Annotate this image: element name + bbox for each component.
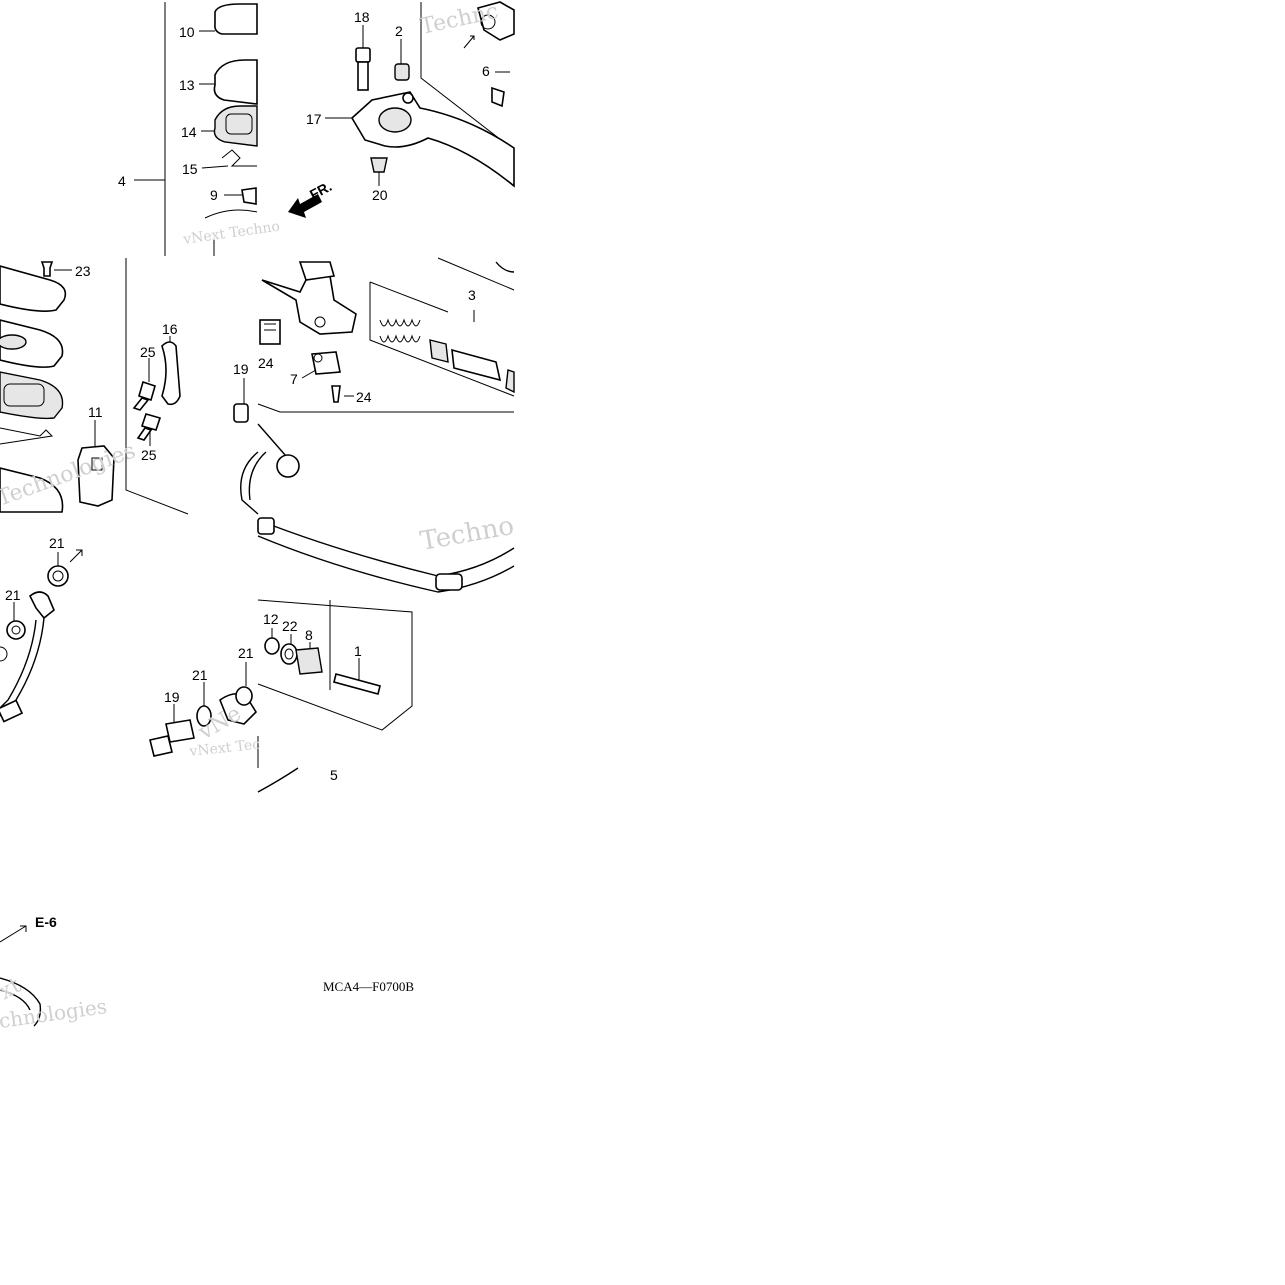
- watermark: Techno: [418, 511, 516, 557]
- tile-reference: E-6 xt chnologies MCA4—F0700B: [0, 914, 414, 1033]
- callout-4: 4: [118, 173, 126, 189]
- tile-hose-fittings: 12 22 8 1 5 Techno: [257, 511, 516, 793]
- reservoir-plate: [213, 59, 258, 105]
- callout-3: 3: [468, 287, 476, 303]
- callout-24-upper: 24: [258, 355, 274, 371]
- front-direction-arrow: [288, 194, 322, 218]
- tile-master-cylinder: 3 24 7 19 24: [233, 257, 515, 515]
- callout-21-b: 21: [5, 587, 21, 603]
- hose-joint: [0, 699, 24, 723]
- callout-16: 16: [162, 321, 178, 337]
- pivot-bolt-head: [355, 47, 371, 63]
- mirror-holder: [477, 1, 515, 41]
- hose-banjo: [28, 591, 55, 620]
- lever-knob: [370, 157, 388, 173]
- callout-19-lower: 19: [164, 689, 180, 705]
- master-cylinder-body: [261, 275, 357, 335]
- tile-brake-hose: 21 21 21 21 19 vNext Tec vNe: [0, 535, 261, 768]
- diaphragm-exploded: [0, 371, 64, 420]
- cover-screw: [40, 261, 54, 277]
- holder-bolt-top: [138, 380, 156, 402]
- watermark: Technc: [418, 0, 500, 40]
- pivot-cap: [394, 63, 410, 81]
- front-stop-switch: [259, 319, 281, 345]
- reservoir-float: [221, 149, 257, 167]
- diagram-code: MCA4—F0700B: [323, 979, 414, 994]
- hose-fitting-left: [257, 517, 275, 535]
- callout-9: 9: [210, 187, 218, 203]
- callout-24-lower: 24: [356, 389, 372, 405]
- piston: [451, 348, 502, 382]
- float-exploded: [0, 427, 54, 445]
- callout-8: 8: [305, 627, 313, 643]
- reservoir-body: [0, 467, 64, 513]
- holder-insert: [161, 341, 181, 406]
- sealing-washer: [6, 620, 26, 640]
- reservoir-cover: [214, 3, 258, 35]
- callout-14: 14: [181, 124, 197, 140]
- oil-bolt-upper: [233, 403, 249, 423]
- tile-brake-lever: FR. 18 2 6 17 20 Technc: [288, 0, 515, 218]
- tile-reservoir-parts: 10 13 14 15 4 9 vNext Techno: [118, 2, 281, 256]
- master-cylinder-holder: [77, 445, 115, 507]
- switch-screw: [491, 86, 505, 108]
- callout-19-upper: 19: [233, 361, 249, 377]
- piston-cup: [429, 339, 449, 363]
- callout-20: 20: [372, 187, 388, 203]
- push-rod-boot: [295, 647, 323, 675]
- reference-label: E-6: [35, 914, 57, 930]
- callout-6: 6: [482, 63, 490, 79]
- switch-screw-24: [331, 385, 341, 403]
- lever-pivot-cover: [378, 107, 412, 133]
- callout-2: 2: [395, 23, 403, 39]
- callout-21-a: 21: [49, 535, 65, 551]
- cover-exploded: [0, 265, 67, 312]
- callout-25-top: 25: [140, 344, 156, 360]
- plate-exploded: [0, 319, 64, 368]
- switch-7: [311, 351, 341, 375]
- callout-5: 5: [330, 767, 338, 783]
- callout-10: 10: [179, 24, 195, 40]
- sealing-washer: [47, 565, 69, 587]
- bracket-4: [134, 2, 166, 256]
- callout-22: 22: [282, 618, 298, 634]
- reservoir-diaphragm: [213, 105, 258, 147]
- callout-15: 15: [182, 161, 198, 177]
- callout-17: 17: [306, 111, 322, 127]
- callout-1: 1: [354, 643, 362, 659]
- tile-holder-parts: 23 16 25 11 25 Technologies: [0, 258, 189, 515]
- push-rod: [333, 673, 381, 695]
- callout-23: 23: [75, 263, 91, 279]
- hose-end: [276, 454, 300, 478]
- holder-bolt-bottom: [140, 413, 162, 431]
- screw-9: [241, 187, 257, 205]
- callout-13: 13: [179, 77, 195, 93]
- reference-arrow: [0, 925, 27, 943]
- callout-11: 11: [88, 404, 103, 420]
- callout-21-d: 21: [238, 645, 254, 661]
- callout-7: 7: [290, 371, 298, 387]
- watermark: vNext Tec: [188, 737, 261, 760]
- hose-fitting-right: [435, 573, 463, 591]
- callout-12: 12: [263, 611, 279, 627]
- o-ring-22: [280, 643, 298, 665]
- watermark: chnologies: [0, 994, 108, 1033]
- watermark: vNext Techno: [181, 219, 281, 249]
- oil-bolt-lower: [149, 735, 173, 757]
- pivot-bolt-shank: [357, 61, 369, 91]
- callout-25-bottom: 25: [141, 447, 157, 463]
- callout-18: 18: [354, 9, 370, 25]
- washer-12: [264, 637, 280, 655]
- callout-21-c: 21: [192, 667, 208, 683]
